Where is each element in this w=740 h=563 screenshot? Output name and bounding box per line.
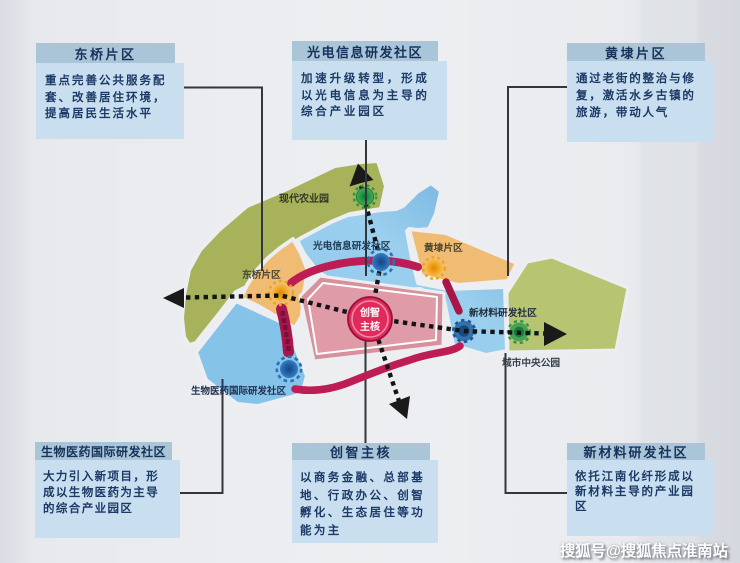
svg-text:主核: 主核 [360, 320, 380, 333]
svg-text:创智: 创智 [359, 306, 380, 319]
